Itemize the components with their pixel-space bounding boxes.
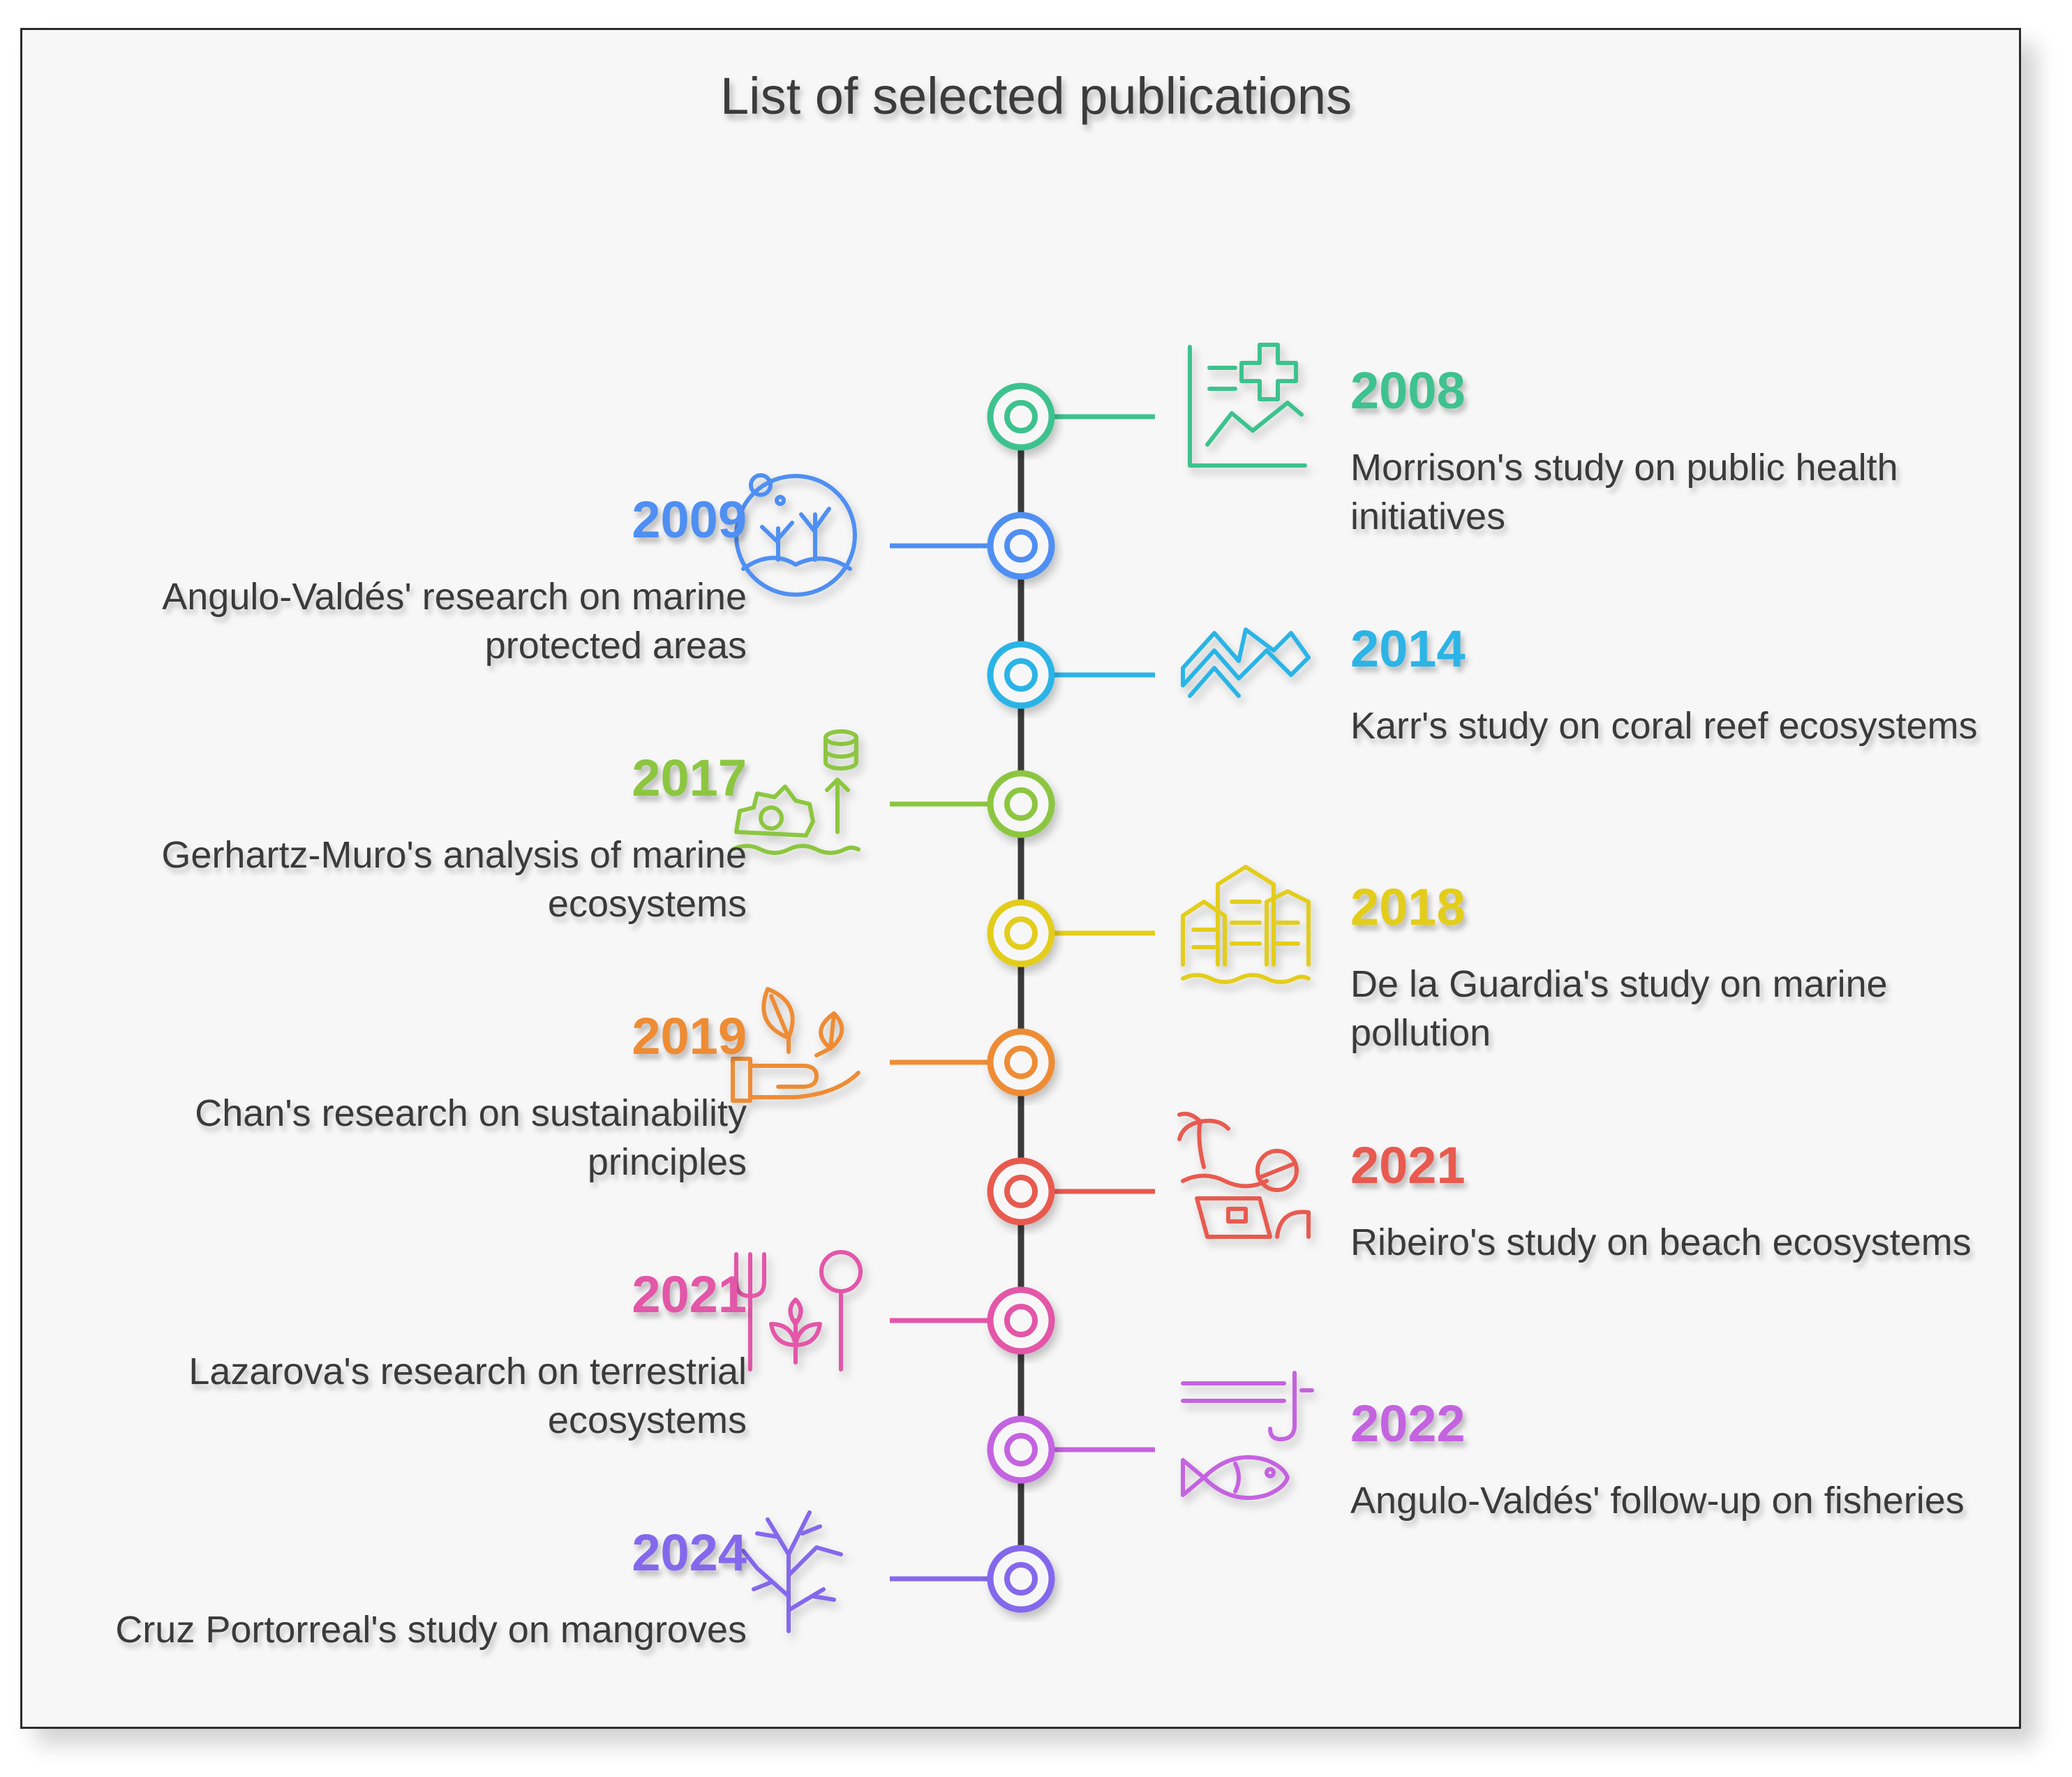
timeline-entry: 2018 De la Guardia's study on marine poll… xyxy=(1350,877,2034,1057)
page-title: List of selected publications xyxy=(720,67,1352,125)
event-description: Angulo-Valdés' follow-up on fisheries xyxy=(1350,1480,1965,1522)
farm-tools-icon xyxy=(734,1250,863,1371)
health-chart-icon xyxy=(1188,343,1307,468)
event-description: Gerhartz-Muro's analysis of marine ecosy… xyxy=(161,834,747,925)
event-year: 2008 xyxy=(1350,362,1466,419)
timeline-node xyxy=(987,1545,1055,1613)
ecosystem-growth-icon xyxy=(731,729,860,855)
event-year: 2024 xyxy=(632,1524,747,1582)
timeline-node xyxy=(987,382,1055,451)
event-description: Morrison's study on public health initia… xyxy=(1350,447,1898,537)
reef-peaks-icon xyxy=(1181,627,1311,698)
event-year: 2022 xyxy=(1350,1395,1466,1452)
timeline-node xyxy=(987,1157,1055,1226)
coastal-buildings-icon xyxy=(1181,865,1311,984)
event-description: Karr's study on coral reef ecosystems xyxy=(1350,705,1978,747)
plant-hand-icon xyxy=(731,987,860,1103)
coral-globe-icon xyxy=(734,473,857,597)
event-year: 2009 xyxy=(632,491,747,549)
event-year: 2021 xyxy=(1350,1136,1466,1194)
event-description: Lazarova's research on terrestrial ecosy… xyxy=(188,1351,747,1441)
timeline-node xyxy=(987,1415,1055,1484)
event-year: 2017 xyxy=(632,749,747,807)
event-year: 2019 xyxy=(632,1007,747,1065)
timeline-node xyxy=(987,899,1055,967)
beach-research-icon xyxy=(1177,1111,1311,1239)
event-description: De la Guardia's study on marine pollutio… xyxy=(1350,963,1888,1054)
event-description: Chan's research on sustainability princi… xyxy=(195,1092,747,1183)
event-description: Cruz Portorreal's study on mangroves xyxy=(115,1609,747,1651)
mangrove-icon xyxy=(741,1510,843,1633)
timeline-node xyxy=(987,641,1055,709)
event-description: Ribeiro's study on beach ecosystems xyxy=(1350,1221,1972,1263)
timeline-node xyxy=(987,770,1055,838)
fishing-icon xyxy=(1181,1371,1314,1501)
timeline-node xyxy=(987,512,1055,580)
event-description: Angulo-Valdés' research on marine protec… xyxy=(162,576,747,667)
event-year: 2014 xyxy=(1350,620,1466,678)
timeline-node xyxy=(987,1028,1055,1096)
event-year: 2021 xyxy=(632,1265,747,1323)
event-year: 2018 xyxy=(1350,878,1466,936)
timeline-node xyxy=(987,1286,1055,1355)
